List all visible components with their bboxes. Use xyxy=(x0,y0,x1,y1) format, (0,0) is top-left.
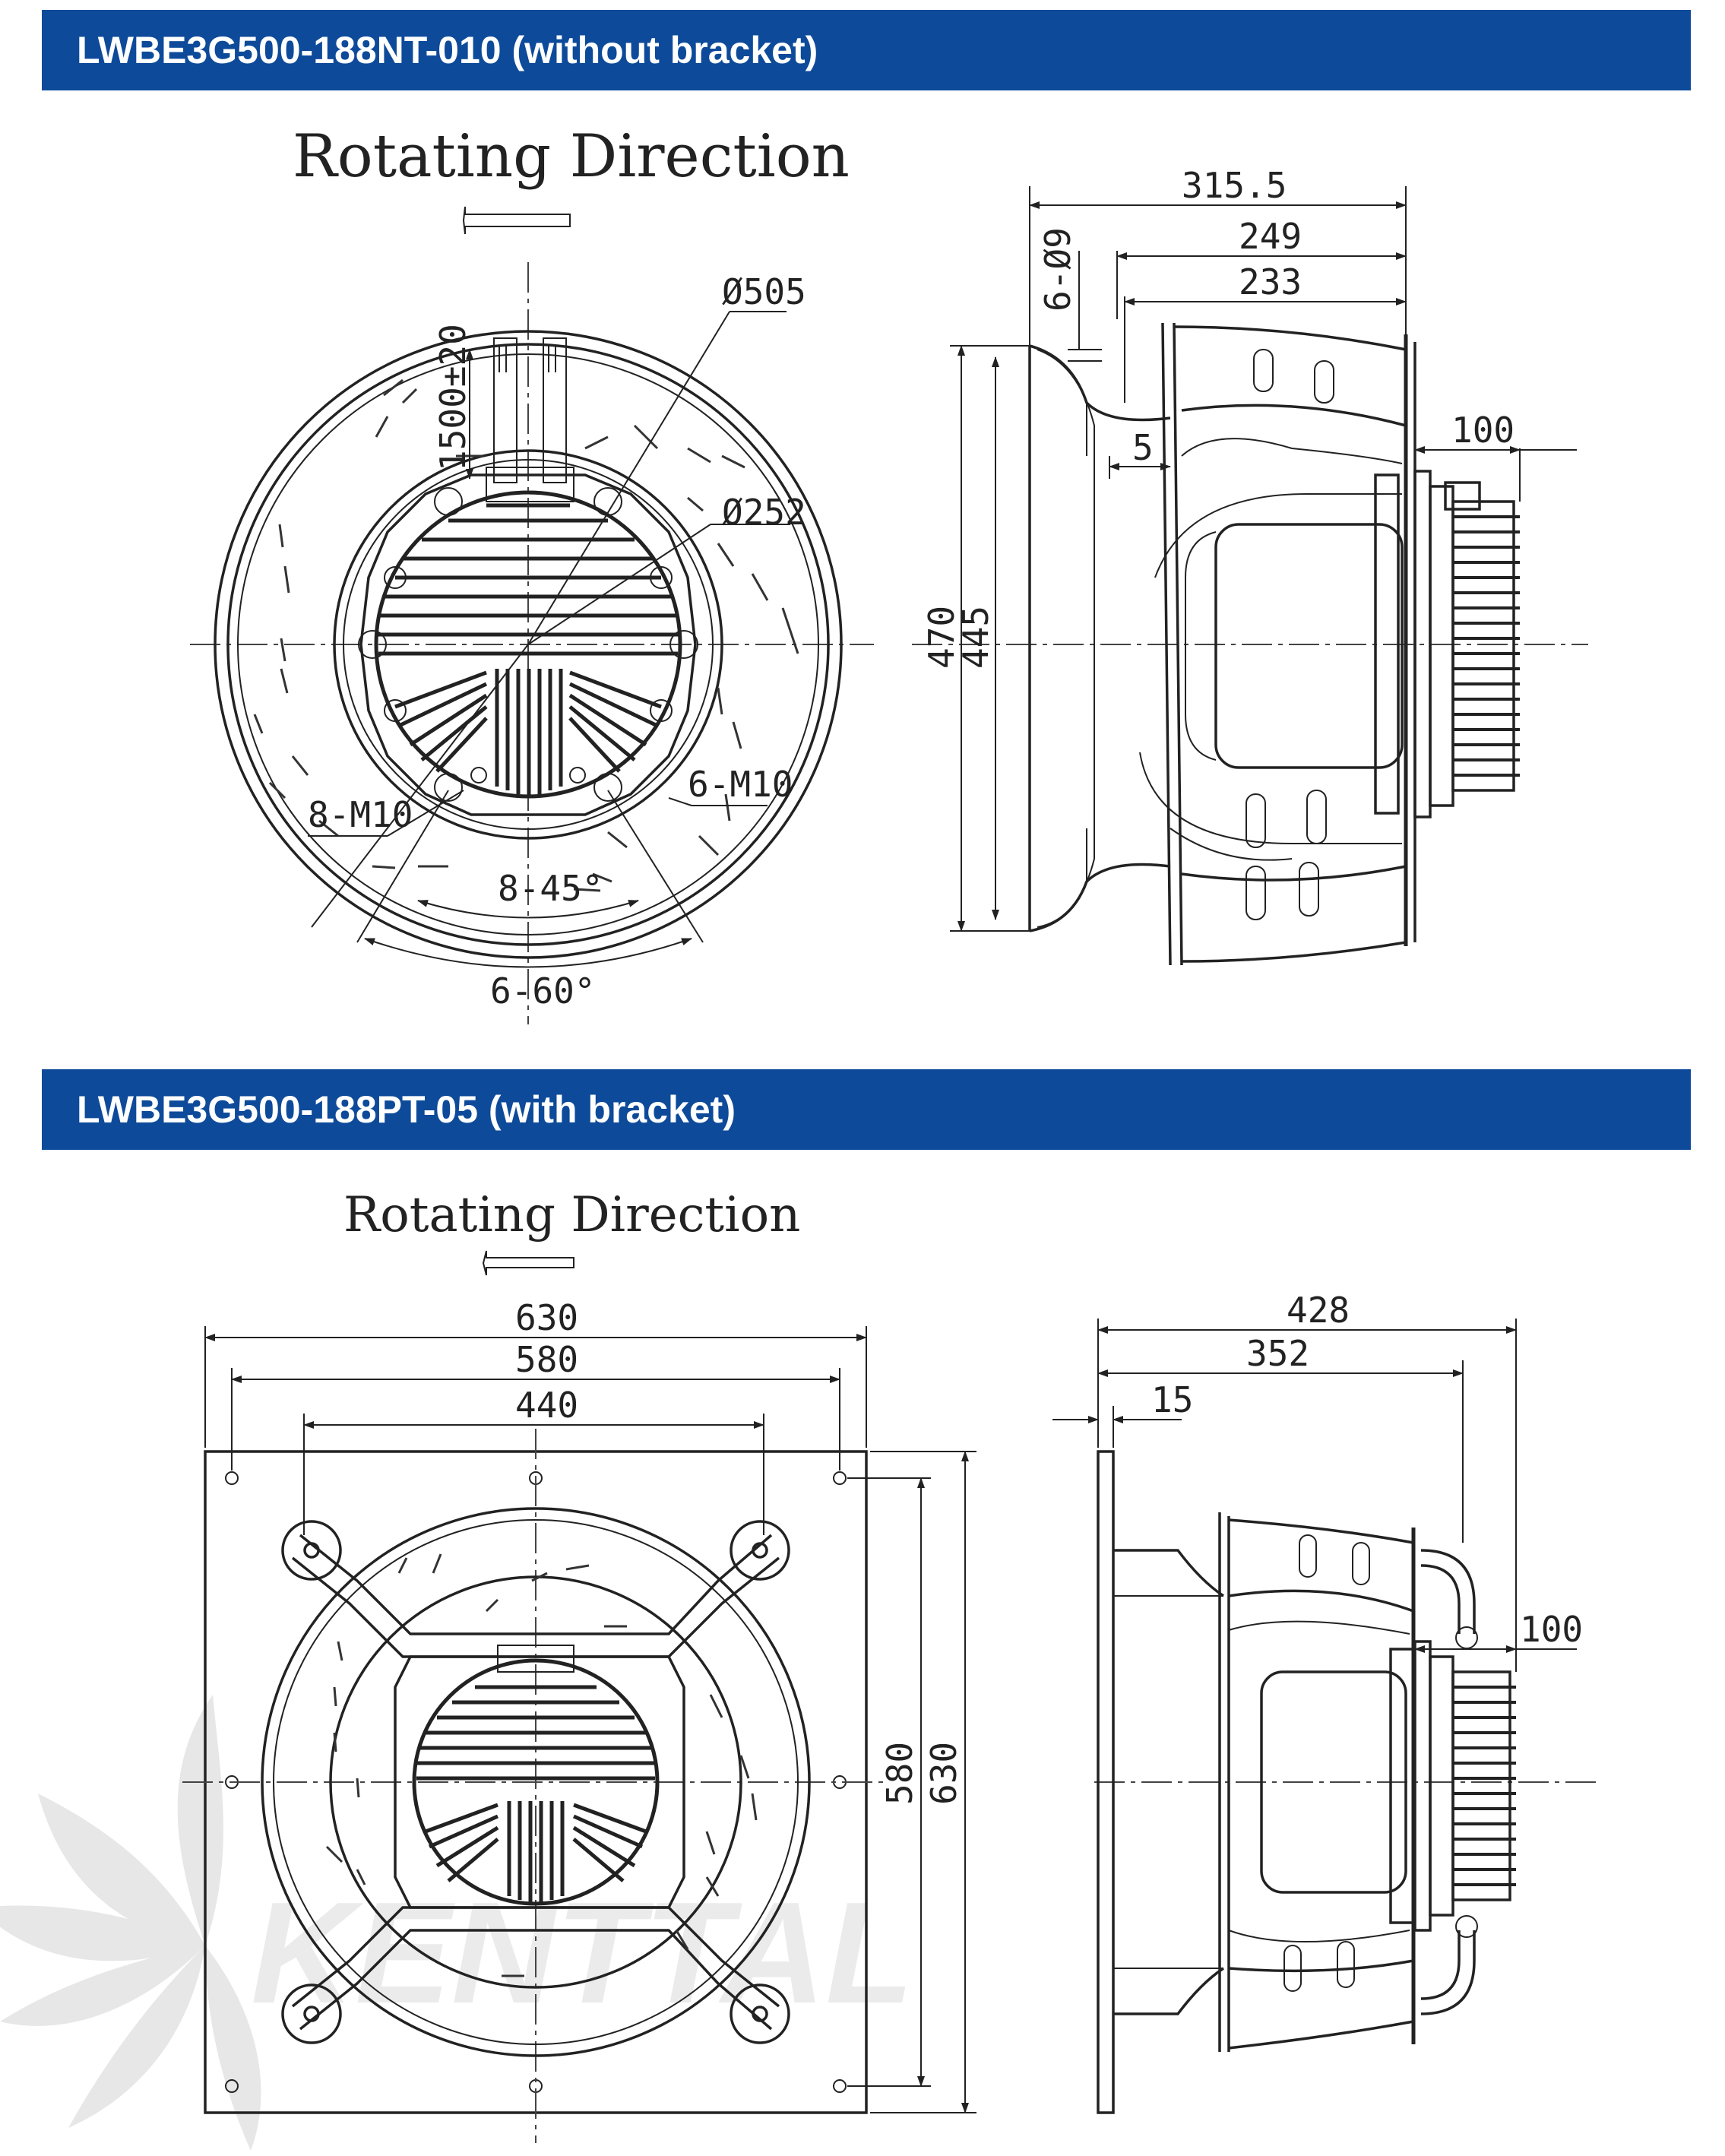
cable-gland xyxy=(486,337,574,502)
rotating-direction-label-top: Rotating Direction xyxy=(293,122,850,191)
motor-body-bottom xyxy=(1260,1670,1407,1894)
dim-630-horizontal: 630 xyxy=(515,1297,578,1338)
watermark-text: KENTTAL xyxy=(251,1873,913,2034)
cable-gland-side xyxy=(1444,481,1481,511)
dim-315-5: 315.5 xyxy=(1182,165,1287,206)
watermark-logo: KENTTAL xyxy=(0,1695,913,2151)
dim-6-60deg: 6-60° xyxy=(490,970,595,1012)
rotating-direction-arrow-bottom xyxy=(482,1250,574,1276)
side-view-with-bracket: 428 352 15 100 xyxy=(1052,1290,1596,2114)
dim-445: 445 xyxy=(955,606,996,669)
dim-630-vertical: 630 xyxy=(923,1742,964,1805)
dim-352: 352 xyxy=(1246,1333,1309,1374)
dim-440-horizontal: 440 xyxy=(515,1385,578,1426)
dim-15: 15 xyxy=(1151,1379,1193,1420)
motor-body xyxy=(1214,523,1404,769)
dim-100-bottom: 100 xyxy=(1520,1609,1583,1650)
dim-dia-505: Ø505 xyxy=(722,271,806,312)
dim-233: 233 xyxy=(1239,261,1302,302)
dim-6-dia-9: 6-Ø9 xyxy=(1037,227,1078,312)
bracket-plate-edge xyxy=(1097,1450,1115,2114)
dim-580-vertical: 580 xyxy=(879,1742,920,1805)
motor-flange xyxy=(359,473,697,816)
dim-cable-length: 1500±20 xyxy=(432,324,473,471)
dim-dia-252: Ø252 xyxy=(722,492,806,533)
impeller-blade-slots xyxy=(253,378,799,892)
dim-8-m10: 8-M10 xyxy=(308,794,413,835)
rotating-direction-arrow-top xyxy=(462,206,571,235)
motor-grille-bottom xyxy=(412,1658,660,1906)
model-header-without-bracket: LWBE3G500-188NT-010 (without bracket) xyxy=(42,10,1691,90)
model-header-with-bracket: LWBE3G500-188PT-05 (with bracket) xyxy=(42,1069,1691,1150)
dim-249: 249 xyxy=(1239,216,1302,257)
front-view-without-bracket: Rotating Direction xyxy=(190,122,874,1024)
dim-470: 470 xyxy=(921,606,962,669)
front-view-with-bracket: Rotating Direction xyxy=(182,1187,976,2143)
dim-6-m10: 6-M10 xyxy=(688,764,793,805)
dim-580-horizontal: 580 xyxy=(515,1339,578,1380)
side-view-without-bracket: 315.5 249 233 6-Ø9 5 100 470 445 xyxy=(912,165,1588,966)
dim-8-45deg: 8-45° xyxy=(498,868,603,909)
dim-428: 428 xyxy=(1287,1290,1350,1331)
dim-5: 5 xyxy=(1132,427,1154,468)
rotating-direction-label-bottom: Rotating Direction xyxy=(343,1187,800,1243)
housing-outer-ring xyxy=(214,330,843,959)
dim-100-top: 100 xyxy=(1451,410,1515,451)
